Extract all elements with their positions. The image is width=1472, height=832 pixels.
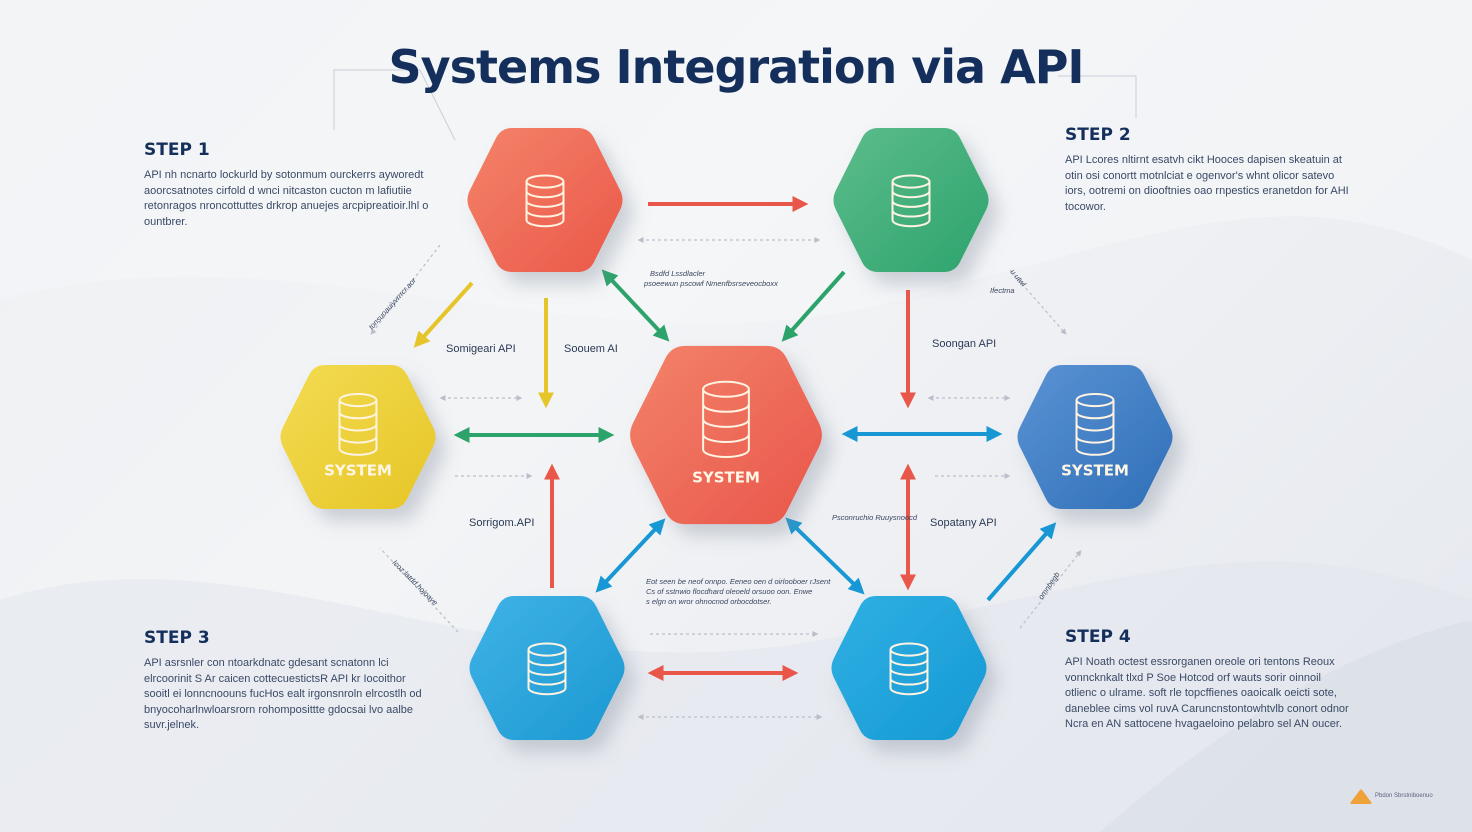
system-node-top-right[interactable]	[833, 128, 989, 272]
database-icon	[702, 380, 750, 459]
footer-logo: Pbdon Sbrstniboenuo	[1350, 788, 1433, 804]
arrow-top-left-center	[601, 269, 670, 342]
step-2-text: API Lcores nltirnt esatvh cikt Hooces da…	[1065, 154, 1349, 213]
edge-note: omnbegb	[1036, 570, 1061, 601]
dashed-arrow	[379, 547, 459, 633]
arrow-bottom-left-center	[595, 518, 666, 593]
dashed-connectors	[370, 237, 1082, 720]
database-icon	[1075, 392, 1115, 456]
database-sync-icon	[525, 174, 565, 228]
database-icon	[889, 642, 929, 696]
dashed-arrow	[1009, 269, 1067, 335]
system-nodes: SYSTEM SYSTEM SYSTEM	[280, 128, 1173, 740]
system-node-label: SYSTEM	[1061, 461, 1129, 479]
step-4-text: API Noath octest essrorganen oreole ori …	[1065, 656, 1349, 730]
system-node-right[interactable]: SYSTEM	[1017, 365, 1173, 509]
edge-note: Psconruchio Ruuysnoocd	[832, 513, 918, 522]
edge-note: Ifectma	[990, 286, 1015, 295]
hexagon-shape	[469, 596, 625, 740]
system-node-label: SYSTEM	[324, 461, 392, 479]
step-3-text: API asrsnler con ntoarkdnatc gdesant scn…	[144, 657, 422, 731]
step-2-heading: STEP 2	[1065, 125, 1131, 145]
edge-label: Soouem AI	[564, 343, 618, 355]
system-node-center[interactable]: SYSTEM	[630, 345, 822, 525]
page-title: Systems Integration via API	[388, 40, 1084, 94]
logo-icon	[1350, 789, 1372, 804]
dashed-arrow	[1019, 550, 1082, 629]
arrow-top-left-to-left	[413, 281, 474, 348]
step-1-heading: STEP 1	[144, 140, 210, 160]
step-3-heading: STEP 3	[144, 628, 210, 648]
edge-note: tonsuoauiyvrrrcr.aor	[367, 276, 418, 332]
system-node-top-left[interactable]	[467, 128, 623, 272]
edge-note: Bsdfd Lssdlacler	[650, 269, 706, 278]
arrow-top-right-center	[781, 270, 846, 342]
step-1-block: STEP 1 API nh ncnarto lockurld by sotonm…	[144, 140, 434, 230]
system-node-label: SYSTEM	[692, 469, 760, 487]
step-3-block: STEP 3 API asrsnler con ntoarkdnatc gdes…	[144, 628, 434, 734]
edge-label: Soongan API	[932, 338, 996, 350]
step-4-heading: STEP 4	[1065, 627, 1131, 647]
hexagon-shape	[280, 365, 436, 509]
solid-connectors	[413, 196, 1057, 681]
arrow-bottom-right-to-right	[986, 522, 1057, 602]
hexagon-shape	[467, 128, 623, 272]
arrow-center-bottom-right	[785, 517, 865, 595]
step-1-text: API nh ncnarto lockurld by sotonmum ourc…	[144, 169, 429, 228]
edge-note: Icoz:latdd.hojoaye	[391, 558, 440, 607]
edge-label: Sorrigom.API	[469, 517, 534, 529]
edge-label: Sopatany API	[930, 517, 997, 529]
hexagon-shape	[630, 345, 822, 525]
edge-note: s elgn on wror ohnocnod orbocdotser.	[646, 597, 772, 606]
database-icon	[527, 642, 567, 696]
edge-note: Eot seen be neof onnpo. Eeneo oen d oirl…	[646, 577, 831, 586]
system-node-bottom-right[interactable]	[831, 596, 987, 740]
hexagon-shape	[833, 128, 989, 272]
edge-note: psoeewun pscowf Nmenfbsrseveocboxx	[643, 279, 778, 288]
hexagon-shape	[831, 596, 987, 740]
hexagon-shape	[1017, 365, 1173, 509]
footer-logo-text: Pbdon Sbrstniboenuo	[1375, 793, 1433, 799]
system-node-left[interactable]: SYSTEM	[280, 365, 436, 509]
edge-label: Somigeari API	[446, 343, 516, 355]
system-node-bottom-left[interactable]	[469, 596, 625, 740]
database-icon	[338, 392, 378, 456]
step-4-block: STEP 4 API Noath octest essrorganen oreo…	[1065, 627, 1355, 733]
step-2-block: STEP 2 API Lcores nltirnt esatvh cikt Ho…	[1065, 125, 1355, 215]
database-icon	[891, 174, 931, 228]
edge-note: Cs of sstnwio flocdhard oleoeld orsuoo o…	[646, 587, 812, 596]
dashed-arrow	[370, 244, 441, 335]
